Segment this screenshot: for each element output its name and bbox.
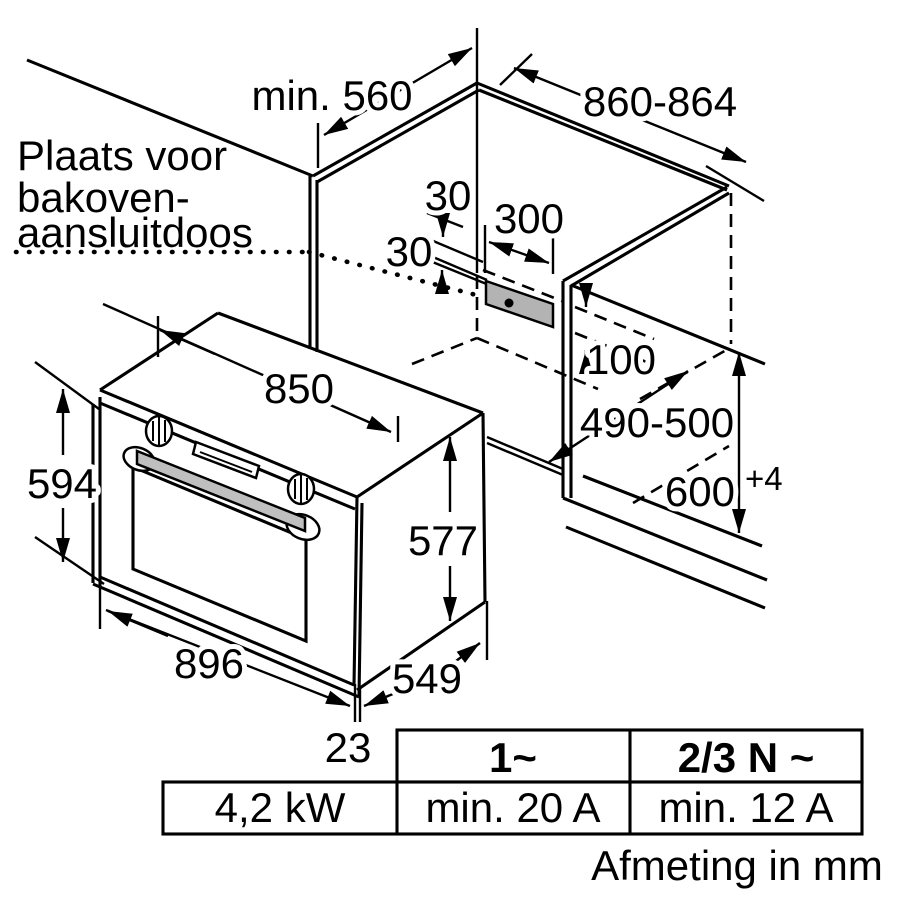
connection-box: [484, 279, 555, 329]
dim-worktop-height: 600: [665, 468, 735, 515]
dim-worktop-tolerance: +4: [745, 460, 783, 497]
dimension-lines: [34, 46, 747, 722]
table-fuse-phase23: min. 12 A: [658, 784, 833, 831]
dim-box-offset-b: 30: [386, 228, 433, 275]
dim-niche-width: 850: [264, 365, 334, 412]
dim-rear-clearance: 490-500: [580, 399, 734, 446]
table-header-phase1: 1~: [489, 734, 537, 781]
table-header-phase23: 2/3 N ~: [678, 734, 815, 781]
note-line-1: Plaats voor: [17, 132, 227, 179]
leader-dots: [13, 249, 487, 300]
oven-knob-right: [286, 472, 316, 506]
oven-door-handle: [122, 445, 321, 542]
dim-cabinet-width: 860-864: [583, 78, 737, 125]
dim-oven-body-height: 577: [408, 517, 478, 564]
dim-oven-depth: 549: [392, 655, 462, 702]
dim-box-floor-gap: 100: [586, 336, 656, 383]
oven-knob-left: [144, 414, 174, 448]
oven-door-window: [131, 464, 308, 644]
dim-door-offset: 23: [325, 724, 372, 771]
dim-niche-depth: min. 560: [251, 72, 412, 119]
dim-box-offset-a: 30: [425, 172, 472, 219]
table-fuse-phase1: min. 20 A: [425, 784, 600, 831]
spec-table: 1~ 2/3 N ~ 4,2 kW min. 20 A min. 12 A: [161, 728, 864, 836]
table-power-rating: 4,2 kW: [215, 784, 346, 831]
oven-display: [191, 440, 261, 480]
dim-box-width: 300: [494, 195, 564, 242]
dim-oven-width: 896: [174, 640, 244, 687]
units-note: Afmeting in mm: [591, 842, 883, 889]
note-line-3: aansluitdoos: [17, 209, 253, 256]
connection-point-dot: [504, 298, 514, 308]
note-line-2: bakoven-: [17, 174, 190, 221]
dim-oven-front-height: 594: [27, 460, 97, 507]
annotations: Plaats voor bakoven- aansluitdoos min. 5…: [17, 67, 788, 776]
